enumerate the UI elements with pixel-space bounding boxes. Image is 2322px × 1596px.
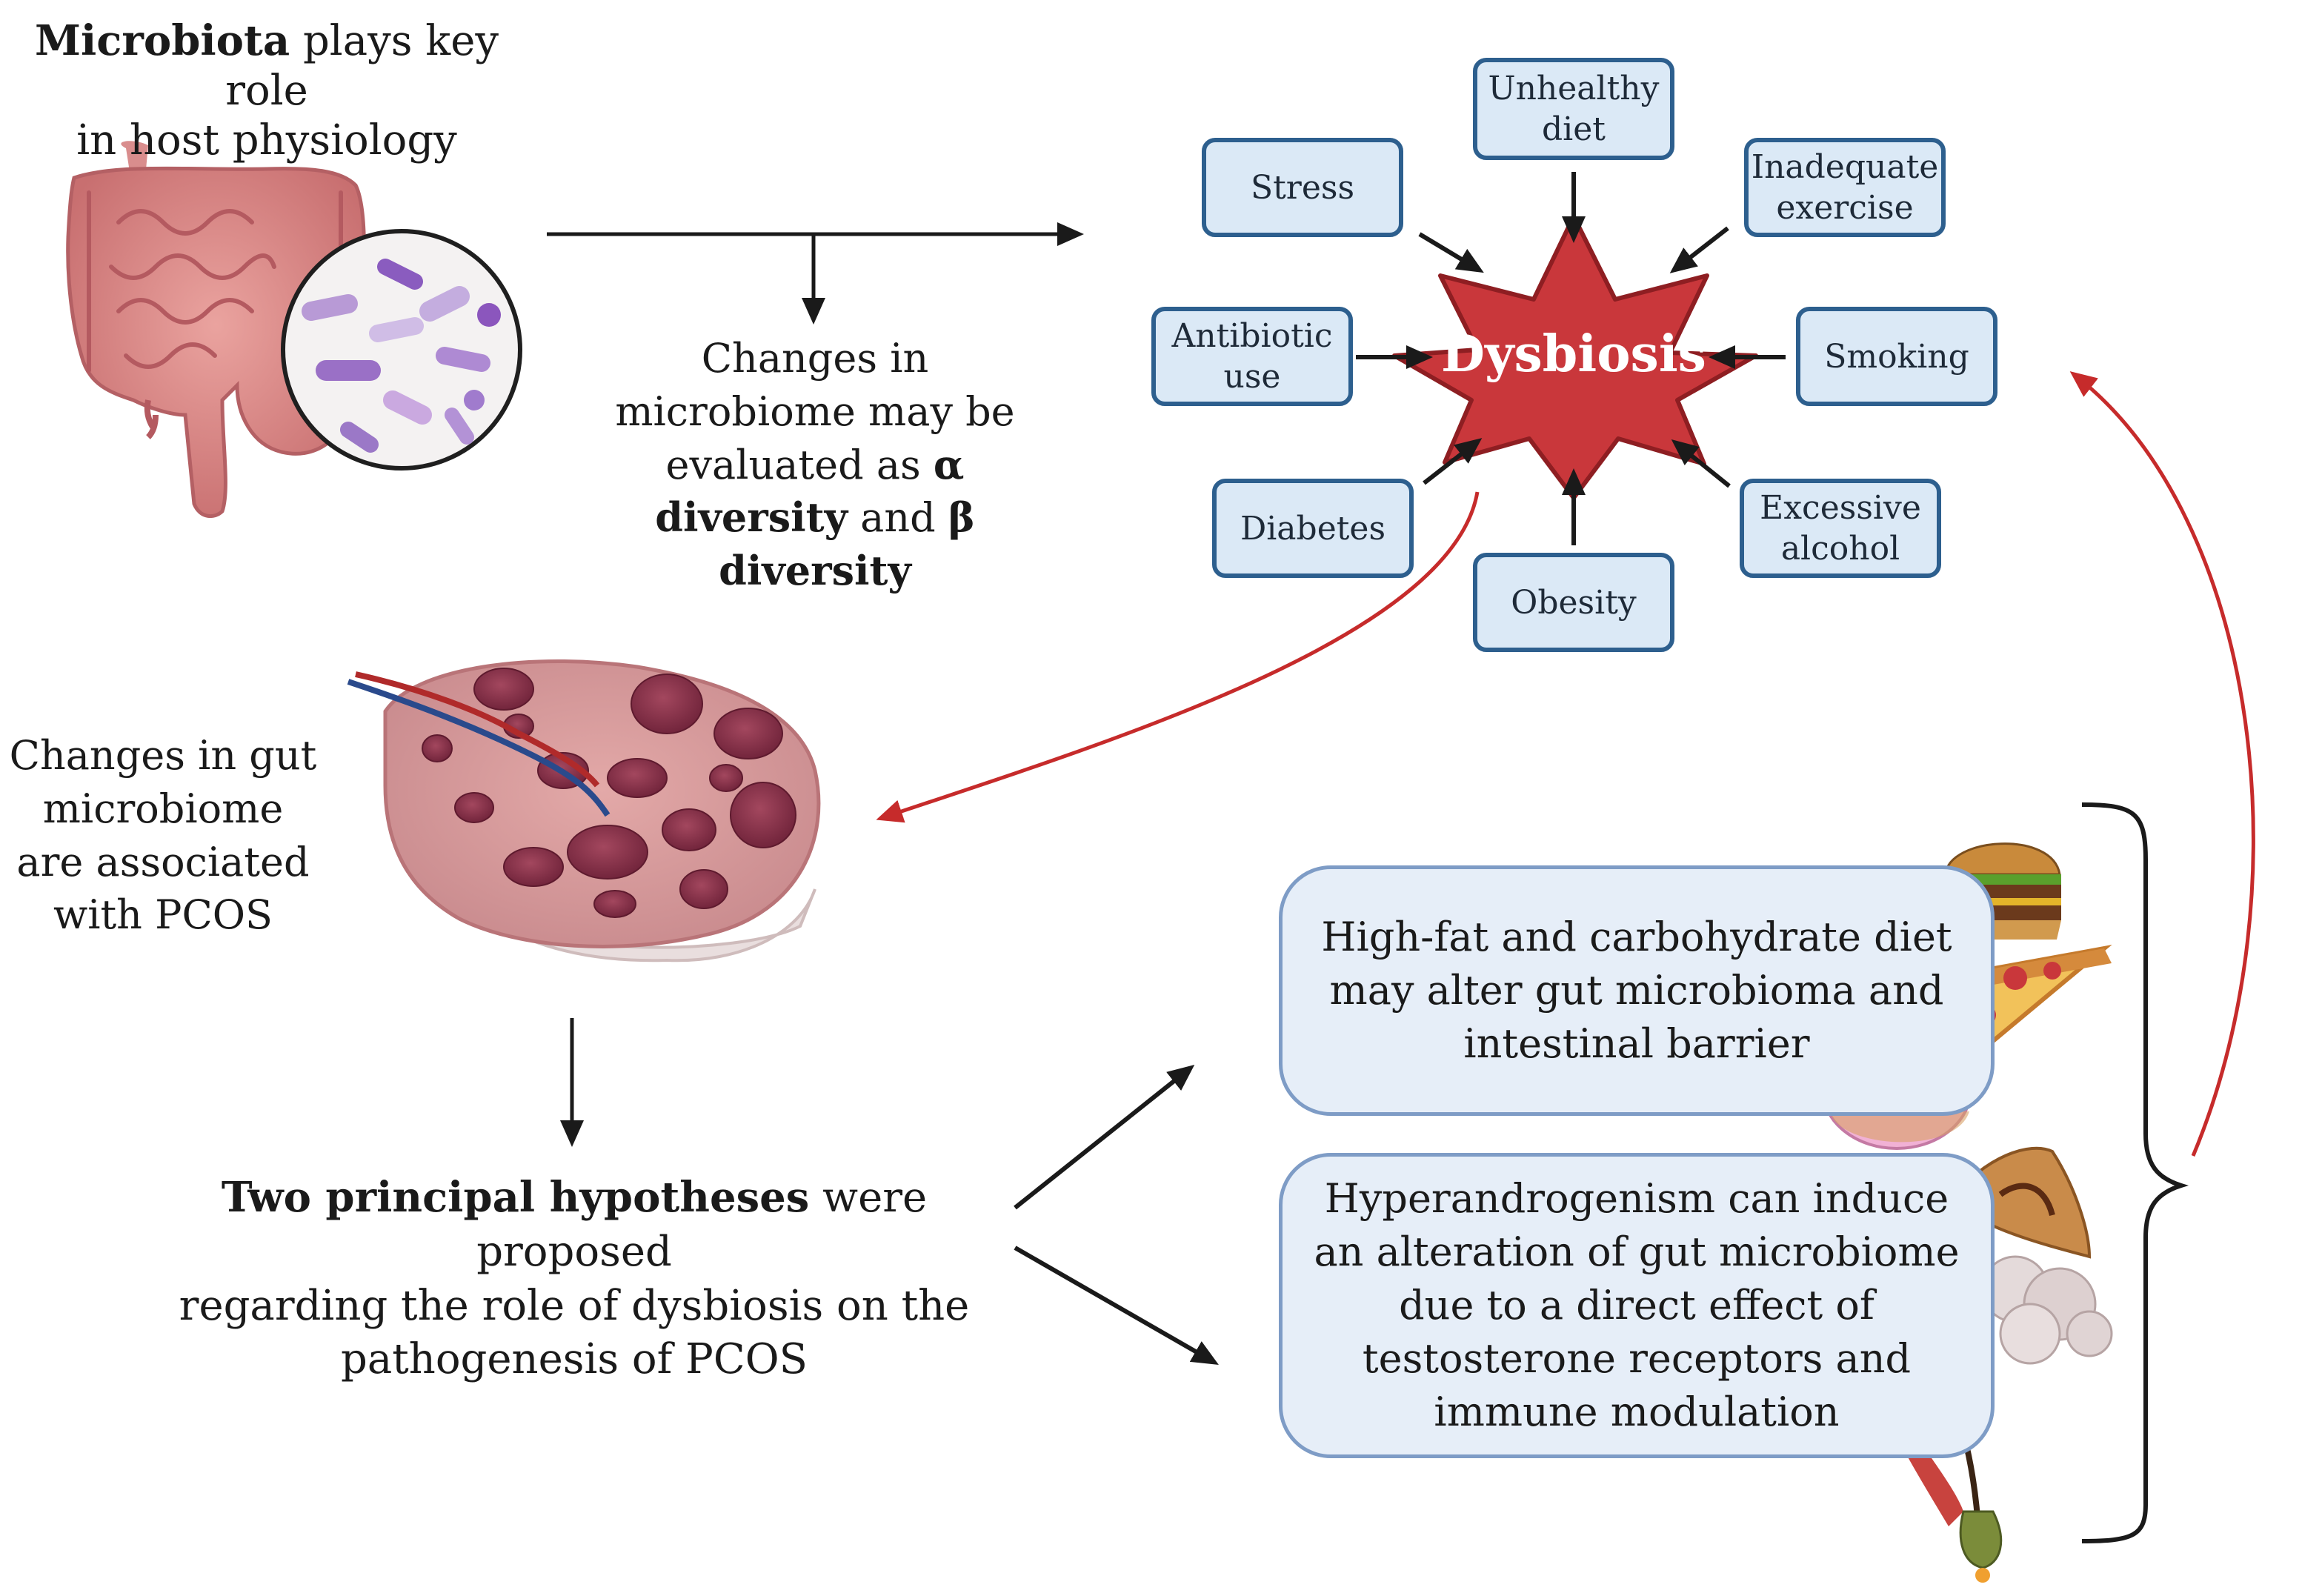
microbiota-bold: Microbiota (35, 16, 290, 65)
microbiota-rest: plays key role (225, 17, 499, 116)
curly-brace (2081, 802, 2189, 1543)
diversity-line5: diversity (719, 547, 911, 595)
pcos-caption: Changes in gut microbiome are associated… (9, 732, 317, 939)
factor-obesity: Obesity (1473, 553, 1674, 652)
factor-diabetes: Diabetes (1212, 479, 1414, 578)
diversity-line2: microbiome may be (615, 388, 1015, 435)
factor-smoking: Smoking (1796, 307, 1997, 406)
red-arrow-to-pcos (876, 491, 1480, 823)
diversity-line3: evaluated as α (665, 440, 965, 488)
diversity-line1: Changes in (701, 335, 929, 382)
hypotheses-caption: Two principal hypotheses were proposed r… (179, 1173, 970, 1384)
dysbiosis-label: Dysbiosis (1441, 325, 1706, 384)
arrow-to-diet-hypothesis (1014, 1065, 1195, 1210)
ovary-illustration (347, 659, 821, 962)
hypothesis-box-hyperandrogenism: Hyperandrogenism can induce an alteratio… (1279, 1153, 1995, 1458)
red-arrow-to-dysbiosis (2069, 371, 2255, 1157)
microbiota-caption: Microbiota plays key role in host physio… (0, 16, 533, 166)
factor-arrows (1356, 172, 1786, 545)
adipose-tissue-icon (1981, 1255, 2113, 1365)
hypothesis-box-diet: High-fat and carbohydrate diet may alter… (1279, 865, 1995, 1116)
factor-stress: Stress (1202, 138, 1403, 237)
arrow-to-hyperandrogenism-hypothesis (1014, 1246, 1219, 1365)
bacteria-magnifier (281, 229, 522, 471)
diversity-line4: diversity and β (655, 493, 975, 542)
microbiota-line2: in host physiology (76, 116, 457, 165)
diversity-caption: Changes in microbiome may be evaluated a… (585, 332, 1045, 598)
intestine-illustration (66, 141, 367, 519)
